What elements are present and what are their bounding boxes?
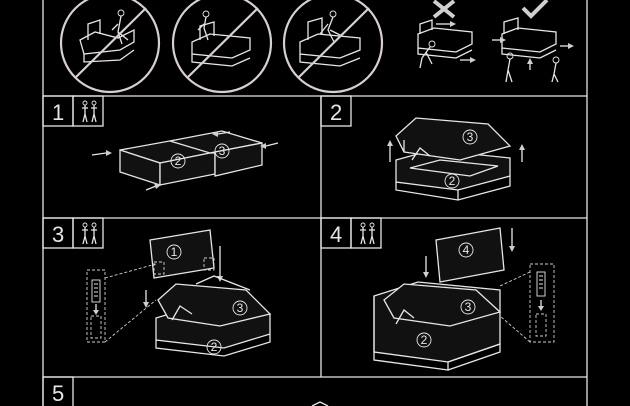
step-4-panel: 4 4 3 2: [320, 217, 555, 371]
step-3-panel: 3 1 3 2: [42, 217, 272, 357]
part-label: 3: [465, 300, 472, 314]
bracket-detail: [86, 263, 157, 343]
part-label: 2: [211, 340, 218, 354]
part-label: 3: [219, 144, 226, 158]
bracket-detail: [499, 263, 555, 343]
step-5-panel: 5: [42, 376, 329, 406]
no-sitting-on-open-lid-icon: [59, 0, 161, 94]
part-label: 4: [463, 243, 470, 257]
step-2-panel: 2 3 2: [320, 95, 525, 201]
wrong-lifting-illustration: [417, 19, 476, 69]
step-number: 2: [330, 100, 342, 125]
two-people-icon: [82, 222, 97, 245]
warning-row: [59, 0, 574, 94]
no-climbing-inside-icon: [282, 0, 384, 94]
no-standing-on-lid-icon: [171, 0, 273, 94]
part-label: 2: [421, 333, 428, 347]
two-people-icon: [82, 100, 97, 123]
box-3: 3: [169, 130, 263, 177]
step-number: 1: [52, 100, 64, 125]
part-label: 3: [467, 130, 474, 144]
part-label: 2: [449, 174, 456, 188]
part-label: 2: [175, 154, 182, 168]
step-number: 5: [52, 381, 64, 406]
step-number: 3: [52, 222, 64, 247]
checkmark-icon: [521, 0, 549, 19]
part-label: 3: [237, 301, 244, 315]
step-1-panel: 1 2 3: [42, 95, 279, 191]
two-people-icon: [360, 222, 375, 245]
correct-lifting-illustration: [492, 17, 574, 83]
part-label: 1: [171, 245, 178, 259]
step-number: 4: [330, 222, 342, 247]
cross-icon: [432, 0, 456, 19]
